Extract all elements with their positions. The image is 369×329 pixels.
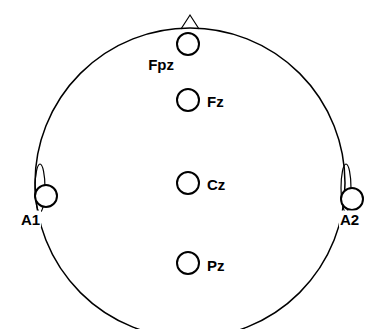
- electrode-ring: [177, 172, 199, 194]
- electrode-node: A2: [340, 187, 364, 211]
- electrode-node: Cz: [176, 171, 200, 195]
- electrode-label: Fpz: [147, 56, 175, 73]
- electrode-ring: [341, 188, 363, 210]
- electrode-node: Fpz: [176, 32, 200, 56]
- electrode-circle: [176, 171, 200, 195]
- electrode-node: A1: [34, 184, 58, 208]
- electrode-label: A1: [20, 211, 41, 228]
- electrode-circle: [176, 88, 200, 112]
- electrode-ring: [177, 252, 199, 274]
- electrode-circle: [34, 184, 58, 208]
- electrode-ring: [177, 33, 199, 55]
- electrode-label: Cz: [206, 176, 226, 193]
- electrode-label: A2: [339, 211, 360, 228]
- electrode-circle: [176, 251, 200, 275]
- electrode-circle: [340, 187, 364, 211]
- nose-mark: [181, 15, 199, 29]
- electrode-ring: [35, 185, 57, 207]
- electrode-node: Fz: [176, 88, 200, 112]
- electrode-label: Pz: [206, 257, 226, 274]
- electrode-label: Fz: [206, 93, 225, 110]
- head-circle: [35, 28, 345, 329]
- electrode-node: Pz: [176, 251, 200, 275]
- electrode-circle: [176, 32, 200, 56]
- electrode-ring: [177, 89, 199, 111]
